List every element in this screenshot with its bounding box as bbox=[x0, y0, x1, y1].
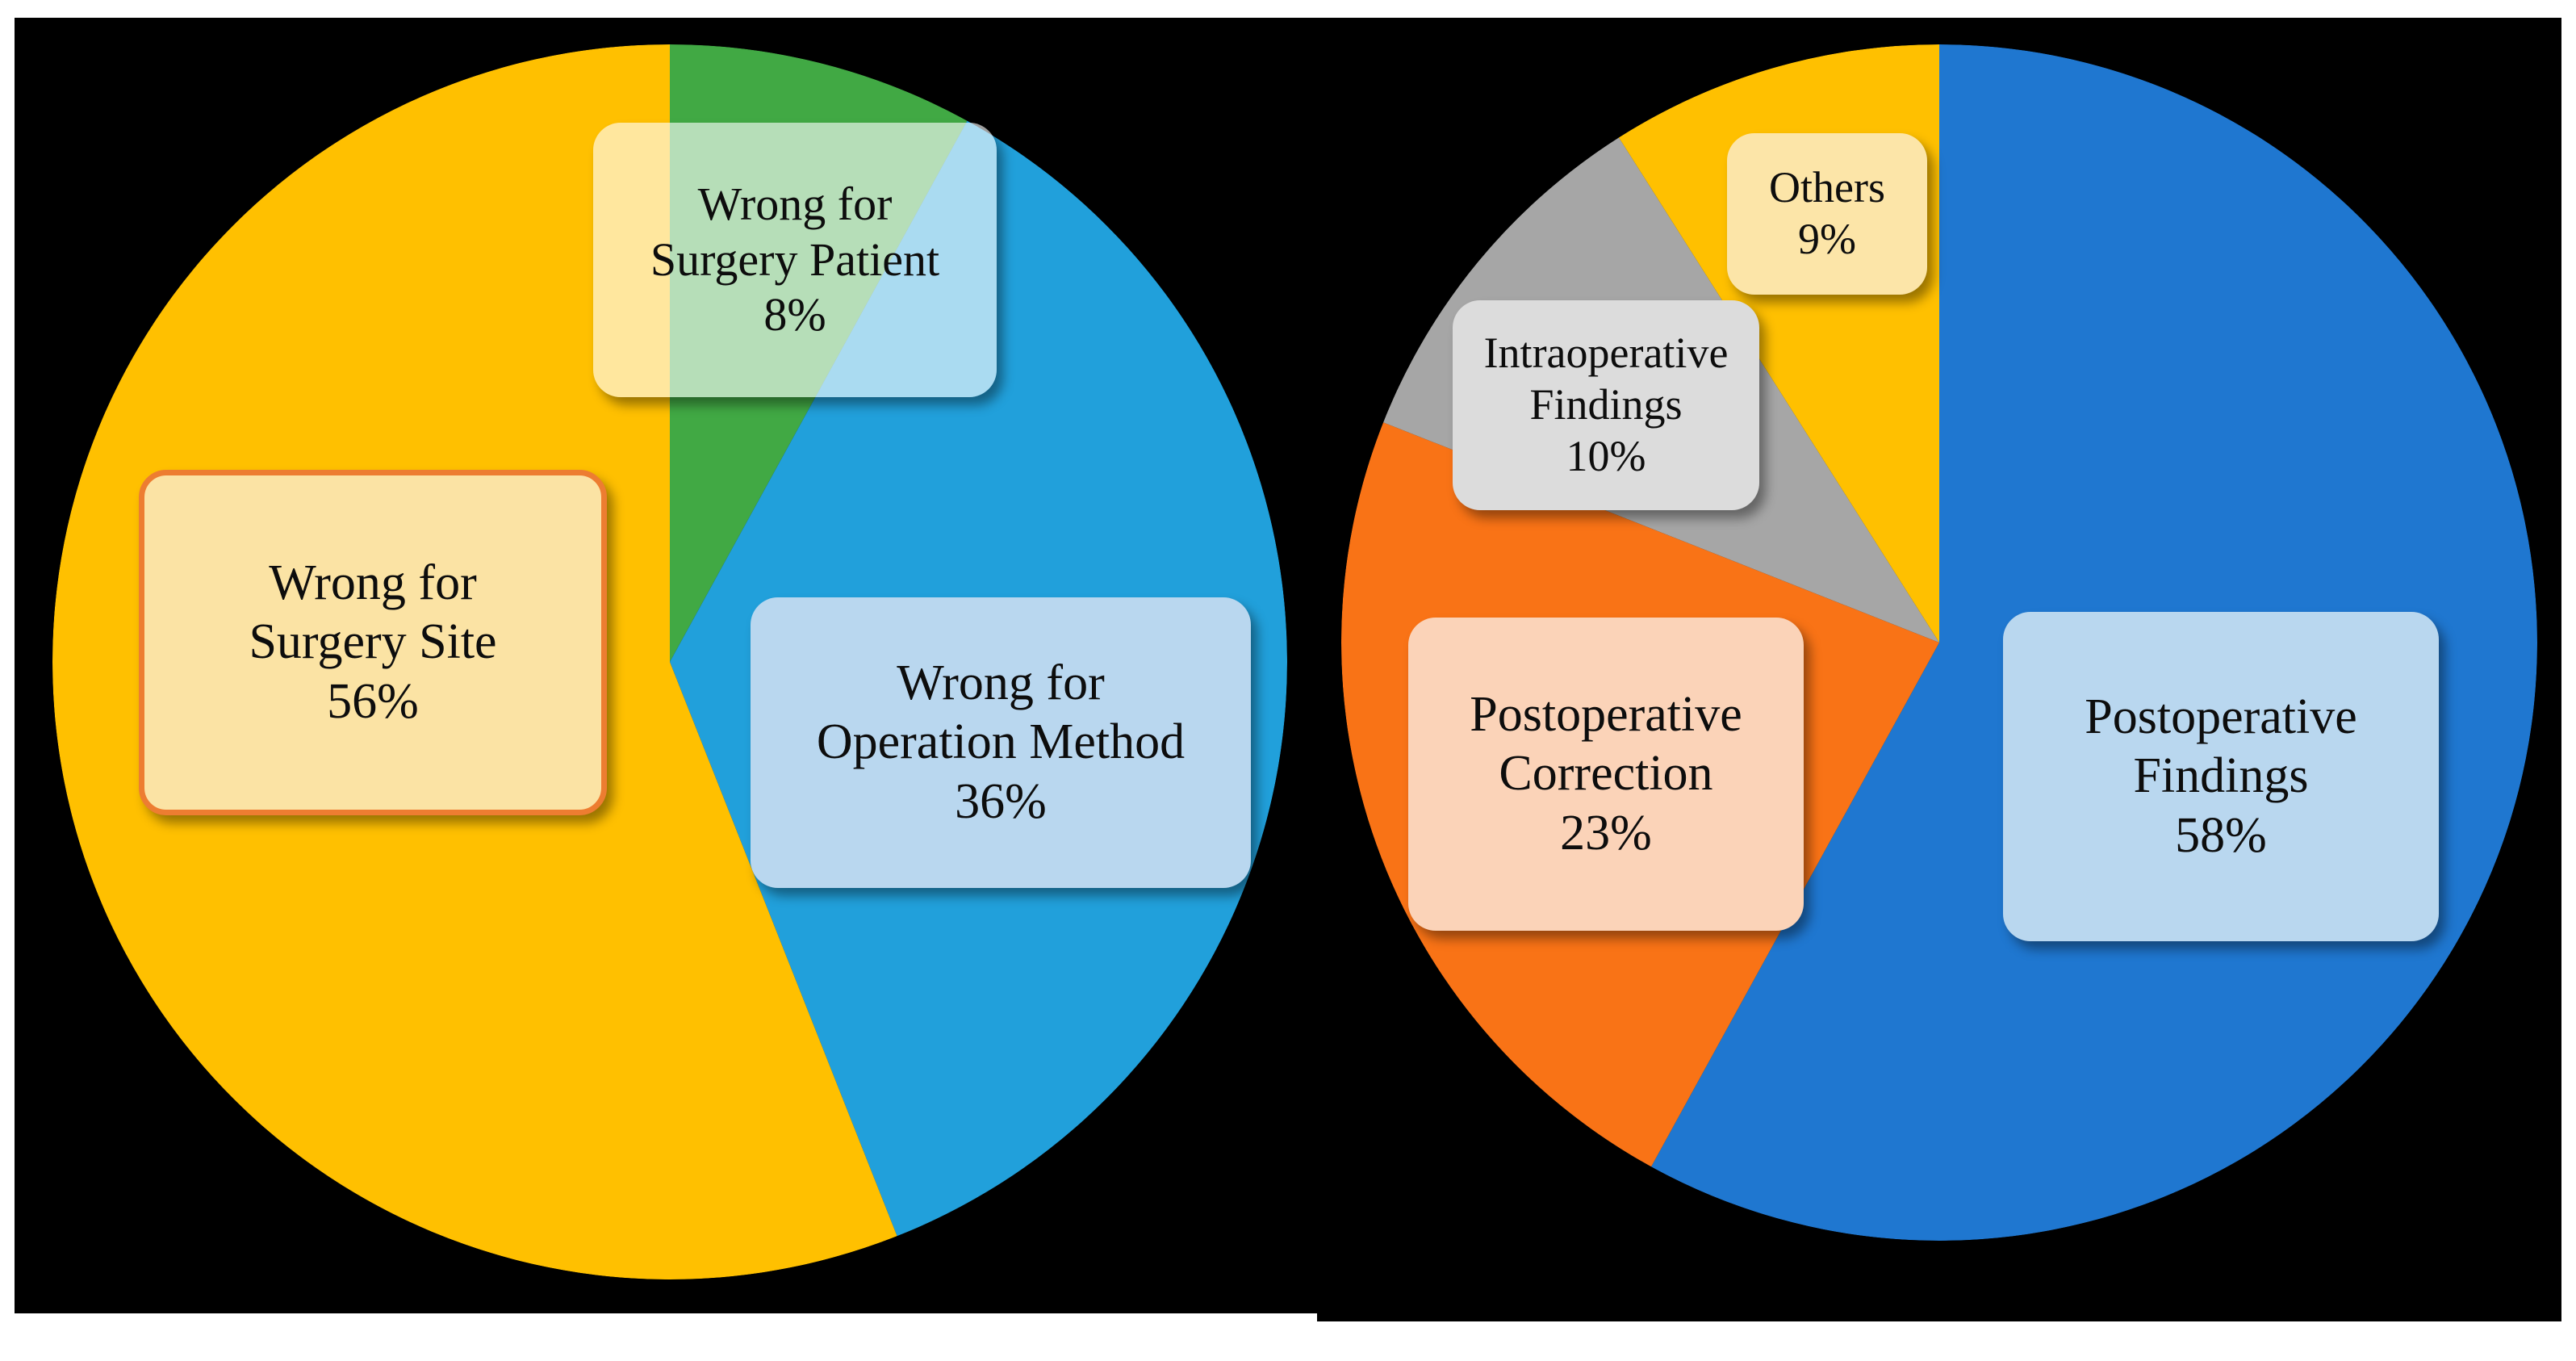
callout-percent: 10% bbox=[1566, 431, 1646, 480]
callout-percent: 8% bbox=[763, 288, 826, 341]
callout-postoperative-findings[interactable]: Postoperative Findings 58% bbox=[2003, 612, 2439, 941]
callout-wrong-surgery-site[interactable]: Wrong for Surgery Site 56% bbox=[139, 470, 607, 815]
callout-line-1: Postoperative bbox=[2085, 689, 2357, 745]
callout-wrong-surgery-patient[interactable]: Wrong for Surgery Patient 8% bbox=[593, 123, 997, 397]
callout-percent: 9% bbox=[1798, 215, 1856, 263]
callout-line-2: Surgery Patient bbox=[650, 232, 940, 286]
callout-line-2: Surgery Site bbox=[249, 614, 497, 670]
callout-wrong-operation-method[interactable]: Wrong for Operation Method 36% bbox=[751, 597, 1251, 888]
callout-line-1: Wrong for bbox=[269, 555, 477, 611]
callout-line-2: Operation Method bbox=[816, 714, 1186, 770]
callout-others[interactable]: Others 9% bbox=[1727, 133, 1927, 295]
callout-percent: 36% bbox=[955, 773, 1047, 829]
callout-postoperative-correction[interactable]: Postoperative Correction 23% bbox=[1408, 618, 1804, 931]
callout-percent: 23% bbox=[1560, 805, 1652, 861]
callout-line-1: Wrong for bbox=[697, 178, 893, 231]
callout-line-1: Postoperative bbox=[1470, 687, 1742, 743]
callout-line-2: Findings bbox=[1529, 380, 1683, 429]
callout-line-1: Wrong for bbox=[897, 655, 1105, 711]
callout-line-2: Findings bbox=[2133, 748, 2309, 804]
callout-percent: 58% bbox=[2175, 807, 2267, 863]
callout-line-2: Correction bbox=[1499, 746, 1713, 802]
callout-line-1: Others bbox=[1769, 163, 1885, 212]
callout-intraoperative-findings[interactable]: Intraoperative Findings 10% bbox=[1453, 300, 1759, 510]
callout-percent: 56% bbox=[327, 673, 419, 729]
callout-line-1: Intraoperative bbox=[1483, 329, 1729, 378]
